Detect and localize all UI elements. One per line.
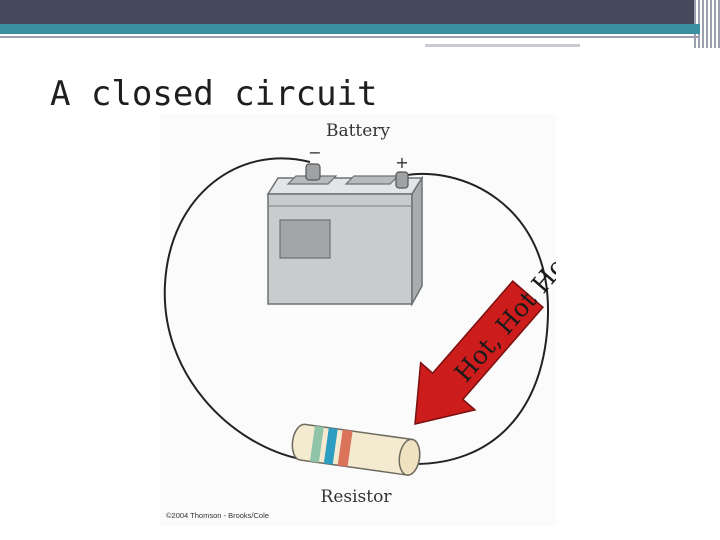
right-wire [401,172,550,465]
slide-accent-band [0,24,700,34]
battery-label: Battery [326,121,390,141]
resistor-label: Resistor [321,487,393,507]
resistor-band-2 [323,427,338,465]
positive-terminal-sign: + [395,153,408,172]
resistor-band-1 [309,425,324,463]
resistor-icon [291,423,421,476]
heat-arrow-shape [414,280,544,425]
slide-top-bar [0,0,720,24]
copyright-note: ©2004 Thomson - Brooks/Cole [166,511,269,520]
left-wire [163,157,311,460]
slide-divider-short [425,44,580,47]
battery-icon [266,163,424,307]
resistor-band-3 [337,429,353,467]
circuit-svg: Battery − + Resistor ©2004 Thomson - Bro… [160,114,556,526]
circuit-figure: Battery − + Resistor ©2004 Thomson - Bro… [160,114,556,526]
negative-terminal-sign: − [308,143,321,162]
slide-divider-line [0,36,700,38]
slide-title: A closed circuit [50,74,378,114]
